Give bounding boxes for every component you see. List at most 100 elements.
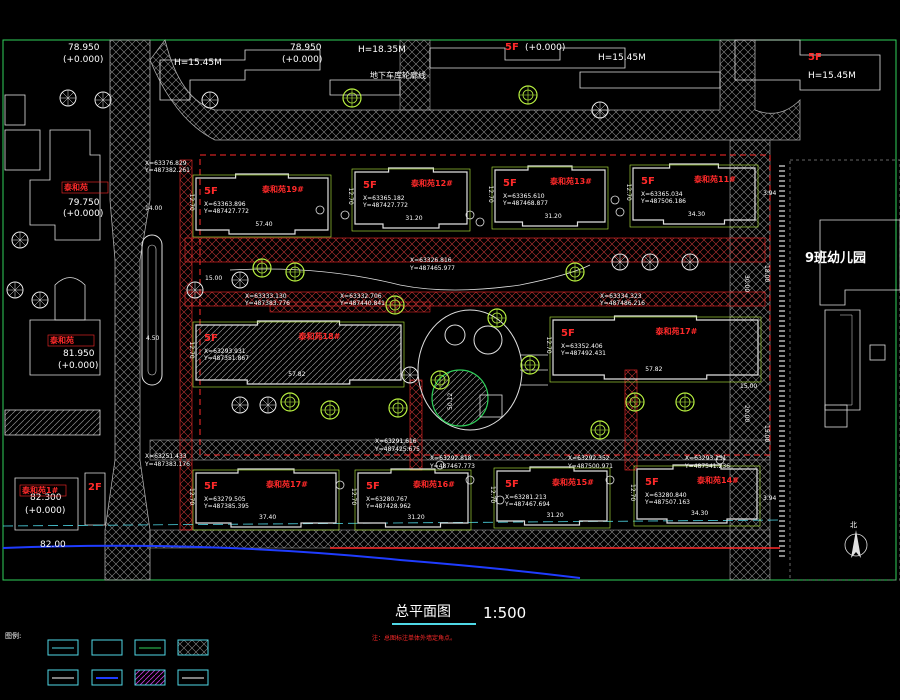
legend-swatch-garage: [177, 669, 209, 686]
legend: 图例:: [5, 631, 209, 686]
building-outline: [195, 468, 337, 528]
coord-cen-1: X=63333.130: [245, 293, 287, 300]
building-outline: [357, 468, 469, 528]
coord-mid-1: X=63326.816: [410, 257, 452, 264]
building-coord-x: X=63293.931: [204, 348, 246, 355]
building-depth: 12.70: [487, 186, 494, 203]
building-6: 泰和苑17#5FX=63352.406Y=487492.43157.8212.7…: [545, 315, 762, 383]
building-depth: 12.70: [350, 488, 357, 505]
building-outline: [496, 466, 608, 526]
building-coord-x: X=63279.505: [204, 496, 246, 503]
coord-low-4: Y=487425.675: [374, 446, 420, 453]
building-outline: [354, 167, 468, 229]
tree-icon: [285, 262, 305, 282]
building-coord-y: Y=487428.962: [365, 503, 411, 510]
tree-icon: [430, 370, 450, 390]
legend-swatch-road: [47, 669, 79, 686]
building-coord-x: X=63365.182: [363, 195, 405, 202]
west-building-tag: [19, 484, 67, 497]
coord-top-1: X=63376.829: [145, 160, 187, 167]
drawing-note: 注：总图标注单体外墙定角点。: [372, 634, 456, 642]
building-5: 泰和苑18#5FX=63293.931Y=487351.86757.8212.7…: [188, 320, 405, 388]
building-depth: 12.70: [188, 194, 195, 211]
building-name: 泰和苑17#: [655, 326, 698, 336]
building-coord-y: Y=487351.867: [203, 355, 249, 362]
shrub-icon: [335, 480, 345, 490]
north-neighbouring-buildings: [159, 39, 881, 101]
coord-top-2: Y=487382.261: [144, 167, 190, 174]
coord-cen-2: Y=487383.776: [244, 300, 290, 307]
dim-d18: 18.00: [763, 265, 770, 282]
internal-lanes: [179, 159, 766, 531]
building-depth: 12.70: [489, 486, 496, 503]
level-top-left-sub: (+0.000): [63, 55, 103, 65]
tree-icon: [320, 400, 340, 420]
coord-cen-3: X=63332.706: [340, 293, 382, 300]
building-outline: [636, 464, 758, 524]
dim-d30: 30.00: [743, 275, 750, 292]
building-floors: 5F: [645, 477, 659, 488]
west-building-tag: [47, 334, 95, 347]
tree-icon: [385, 295, 405, 315]
building-3: 泰和苑13#5FX=63365.610Y=487468.87731.2012.7…: [487, 165, 609, 230]
building-floors: 5F: [204, 481, 218, 492]
height-1: H=15.45M: [174, 58, 222, 68]
coord-low-5: X=63292.818: [430, 455, 472, 462]
coord-mid-2: Y=487465.977: [409, 265, 455, 272]
tree-icon: [520, 355, 540, 375]
level-top-right: (+0.000): [525, 43, 565, 53]
building-depth: 12.70: [545, 337, 552, 354]
tree-icon: [11, 231, 29, 249]
coord-low-7: X=63292.352: [568, 455, 610, 462]
west-building-name: 泰和苑: [49, 335, 74, 345]
building-coord-x: X=63280.767: [366, 496, 408, 503]
building-floors: 5F: [204, 333, 218, 344]
dim-d394-bottom: 3.94: [763, 495, 777, 502]
drawing-title: 总平面图 1:500 注：总图标注单体外墙定角点。: [372, 604, 526, 642]
building-outline: [195, 173, 329, 235]
coord-low-1: X=63251.433: [145, 453, 187, 460]
building-setback: [192, 321, 405, 388]
tree-icon: [280, 392, 300, 412]
west-building-name: 泰和苑: [63, 182, 88, 192]
building-coord-y: Y=487507.163: [644, 499, 690, 506]
west-building-tag: [61, 181, 109, 194]
building-floors: 5F: [641, 176, 655, 187]
building-name: 泰和苑16#: [412, 479, 455, 489]
tree-icon: [401, 366, 419, 384]
dim-road-2: 4.50: [146, 335, 160, 342]
building-length: 57.82: [645, 366, 662, 373]
tree-icon: [388, 398, 408, 418]
building-length: 31.20: [405, 215, 422, 222]
level-top-mid-sub: (+0.000): [282, 55, 322, 65]
coord-r-1: X=63334.323: [600, 293, 642, 300]
tree-icon: [231, 271, 249, 289]
dim-d394-top: 3.94: [763, 190, 777, 197]
building-name: 泰和苑18#: [298, 331, 341, 341]
legend-swatch-lane: [134, 639, 166, 656]
north-arrow: 北: [844, 521, 868, 558]
level-top-left: 78.950: [68, 43, 100, 53]
tree-icon: [231, 396, 249, 414]
building-9: 泰和苑15#5FX=63281.213Y=487467.69431.2012.7…: [489, 466, 611, 529]
building-outline: [494, 165, 606, 227]
building-coord-x: X=63281.213: [505, 494, 547, 501]
building-length: 57.40: [255, 221, 272, 228]
building-setback: [549, 316, 762, 383]
building-floors: 5F: [503, 178, 517, 189]
building-setback: [192, 469, 340, 531]
shrub-icon: [610, 195, 620, 205]
building-floors: 5F: [561, 328, 575, 339]
building-name: 泰和苑15#: [551, 477, 594, 487]
level-left-mid-sub: (+0.000): [63, 209, 103, 219]
building-depth: 12.70: [188, 342, 195, 359]
building-setback: [491, 166, 609, 230]
building-coord-y: Y=487468.877: [502, 200, 548, 207]
building-length: 31.20: [547, 512, 564, 519]
coord-low-3: X=63291.616: [375, 438, 417, 445]
building-floors: 5F: [204, 186, 218, 197]
building-coord-x: X=63352.406: [561, 343, 603, 350]
dim-road-1: 14.00: [145, 205, 162, 212]
